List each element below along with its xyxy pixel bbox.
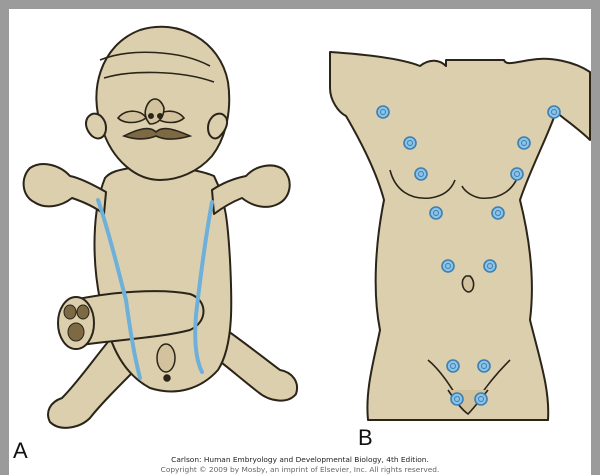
figure-caption-copyright: Copyright © 2009 by Mosby, an imprint of… (0, 466, 600, 473)
embryo-left-arm (24, 164, 106, 214)
nipple-site (548, 106, 560, 118)
nipple-site (492, 207, 504, 219)
nipple-site (475, 393, 487, 405)
embryo-right-arm (212, 165, 290, 214)
figure-caption-source: Carlson: Human Embryology and Developmen… (0, 456, 600, 463)
nipple-site (447, 360, 459, 372)
nipple-site (415, 168, 427, 180)
nipple-site (511, 168, 523, 180)
nipple-site (451, 393, 463, 405)
nipple-site (377, 106, 389, 118)
nipple-site (518, 137, 530, 149)
nipple-site (478, 360, 490, 372)
embryo-left-ear (86, 114, 106, 139)
nipple-site (430, 207, 442, 219)
panel-b-label: B (358, 427, 373, 449)
nipple-site (484, 260, 496, 272)
navel (462, 276, 473, 292)
nipple-site (404, 137, 416, 149)
nipple-site (442, 260, 454, 272)
